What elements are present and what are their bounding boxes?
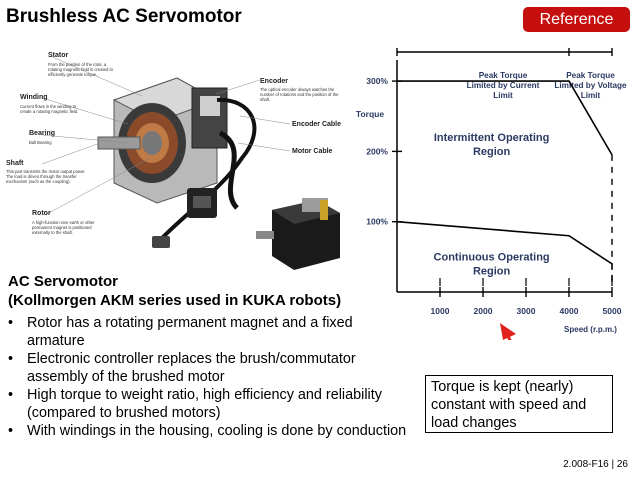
bullet-item: Rotor has a rotating permanent magnet an… <box>8 314 408 350</box>
encoder-label: Encoder <box>260 78 289 85</box>
subheading-line-1: AC Servomotor <box>8 273 119 290</box>
y-tick-label: 300% <box>366 76 388 86</box>
x-tick-label: 2000 <box>474 306 493 316</box>
header-left-label: Limit <box>493 91 513 100</box>
subheading: AC Servomotor (Kollmorgen AKM series use… <box>8 272 341 310</box>
shaft-label: Shaft <box>6 160 24 167</box>
continuous-region-label: Region <box>473 265 511 277</box>
cable-connector-small <box>152 236 170 248</box>
x-tick-label: 1000 <box>431 306 450 316</box>
callout-arrow <box>506 335 530 379</box>
intermittent-region-label: Intermittent Operating <box>434 132 550 144</box>
bearing-description: Ball Bearing <box>29 140 52 145</box>
continuous-region-label: Continuous Operating <box>434 251 550 263</box>
header-left-label: Limited by Current <box>467 81 540 90</box>
y-tick-label: 100% <box>366 217 388 227</box>
slide-title: Brushless AC Servomotor <box>6 6 242 27</box>
subheading-line-2: (Kollmorgen AKM series used in KUKA robo… <box>8 292 342 309</box>
x-tick-label: 3000 <box>517 306 536 316</box>
motor-drawing <box>41 55 340 270</box>
encoder-description: The optical encoder always watches the n… <box>260 87 339 103</box>
motor-illustration: Stator From the position of the rotor, a… <box>2 38 362 274</box>
bearing-label: Bearing <box>29 130 56 137</box>
callout-arrow-head <box>500 323 516 340</box>
x-tick-label: 4000 <box>560 306 579 316</box>
bullet-item: High torque to weight ratio, high effici… <box>8 386 408 422</box>
header-left-label: Peak Torque <box>479 71 528 80</box>
callout-box: Torque is kept (nearly) constant with sp… <box>425 375 613 433</box>
continuous-boundary-line <box>396 220 613 265</box>
intermittent-boundary-line <box>397 80 613 156</box>
y-axis-title: Torque <box>356 109 384 119</box>
bullet-item: Electronic controller replaces the brush… <box>8 350 408 386</box>
encoder-cable-label: Encoder Cable <box>292 121 342 128</box>
stator-label: Stator <box>48 52 69 59</box>
shaft-description: This part transmits the motor output pow… <box>6 169 86 185</box>
motor-cable-label: Motor Cable <box>292 148 333 155</box>
header-right-label: Peak Torque <box>566 71 615 80</box>
bullet-list: Rotor has a rotating permanent magnet an… <box>8 314 408 440</box>
motor-cable-line <box>218 130 239 210</box>
intermittent-region-label: Region <box>473 146 511 158</box>
rotor-description: A high-function rare earth or other perm… <box>32 220 95 236</box>
header-right-label: Limit <box>581 91 601 100</box>
x-tick-label: 5000 <box>603 306 622 316</box>
cutaway-motor <box>97 77 228 204</box>
reference-badge: Reference <box>523 7 630 32</box>
rotor-label: Rotor <box>32 210 51 217</box>
y-tick-label: 200% <box>366 146 388 156</box>
x-axis-title: Speed (r.p.m.) <box>564 325 617 334</box>
header-right-label: Limited by Voltage <box>554 81 627 90</box>
bullet-item: With windings in the housing, cooling is… <box>8 422 408 440</box>
stator-description: From the position of the rotor, a rotati… <box>48 62 113 78</box>
winding-label: Winding <box>20 94 48 101</box>
winding-description: Current flows in the winding to create a… <box>20 104 79 115</box>
footer-page-number: 2.008-F16 | 26 <box>563 459 628 470</box>
akm-motor-photo <box>256 198 340 270</box>
